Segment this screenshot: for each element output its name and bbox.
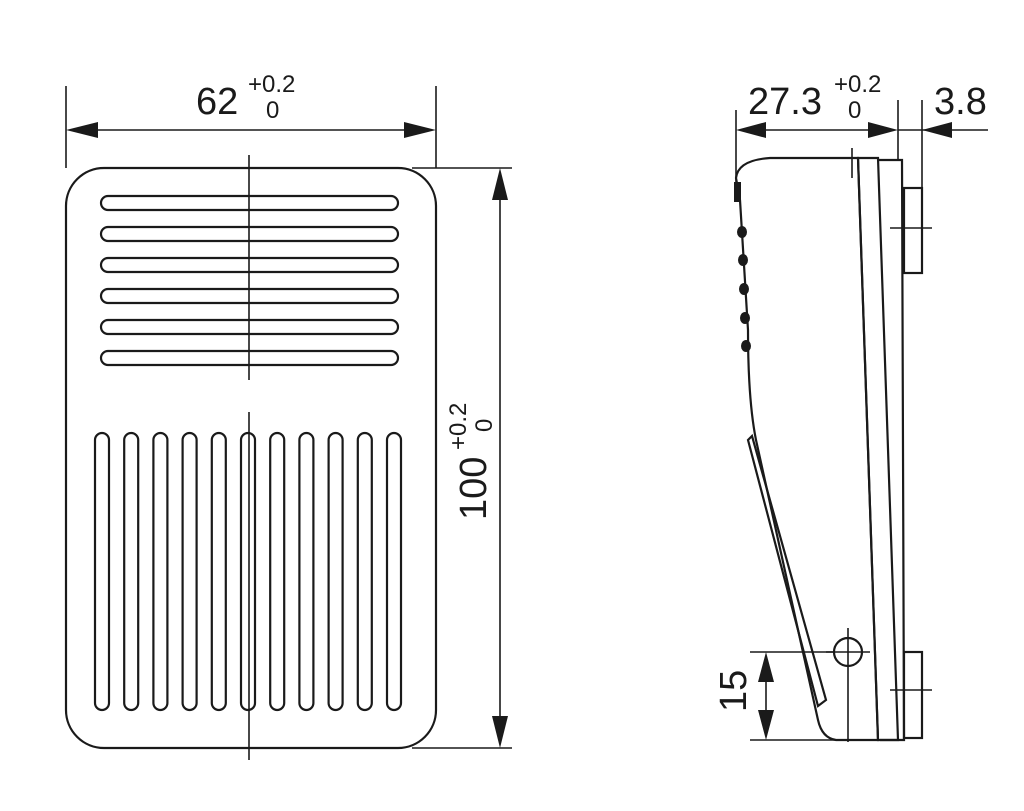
height-dimension: 100 +0.2 0 — [412, 167, 512, 749]
vertical-slot — [298, 431, 315, 712]
vertical-slot — [181, 431, 198, 712]
width-value: 62 — [196, 81, 238, 123]
mount-tab-upper — [902, 186, 924, 275]
vertical-slot — [239, 431, 257, 712]
height-tol-upper: +0.2 — [445, 403, 472, 450]
offset-dimension: 3.8 — [898, 81, 988, 188]
pedal-outline — [64, 166, 438, 750]
mount-tab-lower — [902, 650, 924, 740]
width-tol-lower: 0 — [266, 97, 279, 124]
vertical-slot — [327, 431, 344, 712]
depth-tol-upper: +0.2 — [834, 71, 881, 98]
vertical-slot — [123, 431, 140, 712]
height-tol-lower: 0 — [471, 419, 498, 432]
front-view: 62 +0.2 0 100 +0.2 0 — [64, 71, 512, 760]
width-dimension: 62 +0.2 0 — [65, 71, 437, 168]
base-plate — [878, 158, 906, 742]
height-value: 100 — [453, 457, 495, 520]
pedal-lever — [746, 433, 828, 708]
vertical-slot — [93, 431, 111, 712]
pivot-height-value: 15 — [713, 670, 755, 712]
offset-value: 3.8 — [934, 81, 987, 123]
pedal-body-side — [734, 156, 880, 742]
vertical-slots — [93, 431, 403, 712]
depth-tol-lower: 0 — [848, 97, 861, 124]
depth-dimension: 27.3 +0.2 0 — [735, 71, 899, 182]
width-tol-upper: +0.2 — [248, 71, 295, 98]
vertical-slot — [356, 431, 373, 712]
serration-dots — [734, 182, 751, 352]
side-view: 27.3 +0.2 0 3.8 15 — [713, 71, 988, 742]
vertical-slot — [385, 431, 403, 712]
depth-value: 27.3 — [748, 81, 822, 123]
vertical-slot — [269, 431, 286, 712]
vertical-slot — [210, 431, 227, 712]
pivot-height-dimension: 15 — [713, 651, 836, 741]
vertical-slot — [152, 431, 169, 712]
